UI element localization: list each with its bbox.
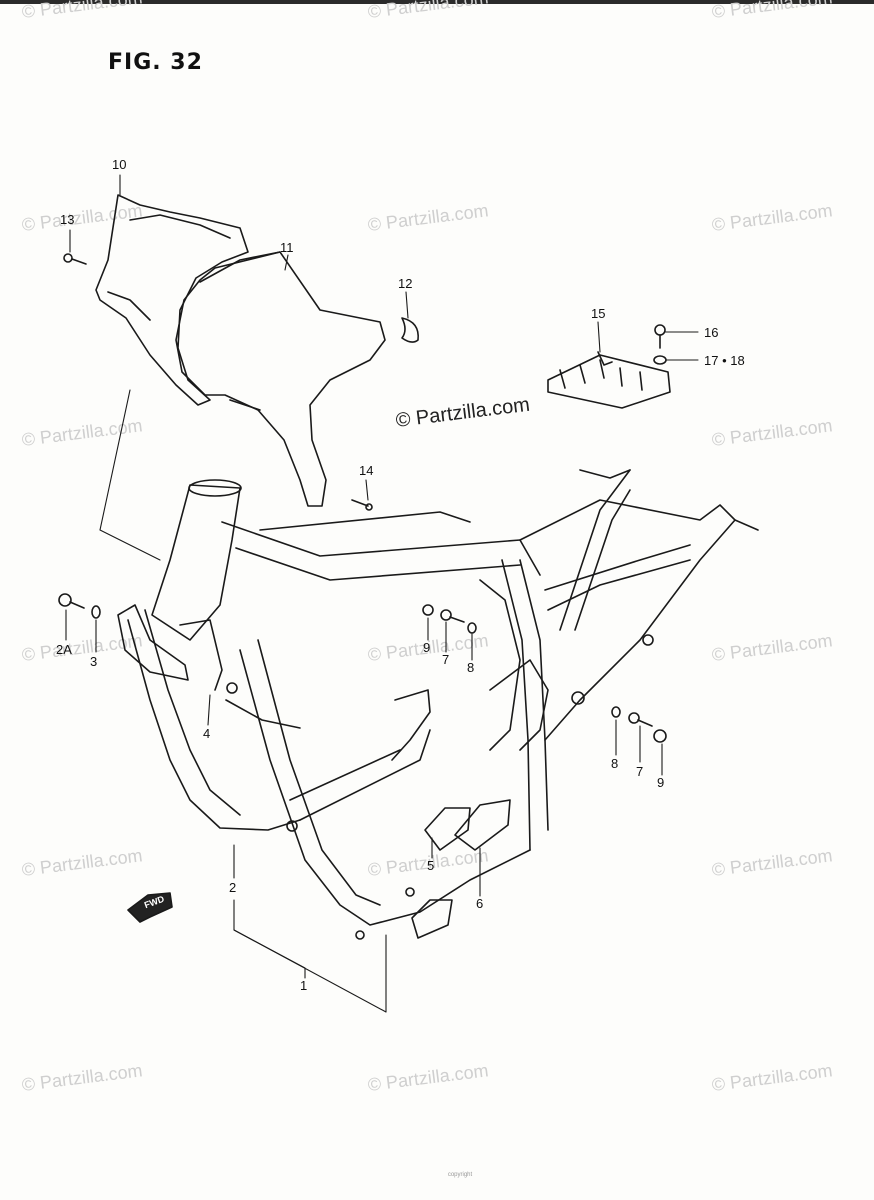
callout-8b: 8: [611, 756, 619, 771]
callout-2a: 2A: [56, 642, 72, 657]
callout-15: 15: [591, 306, 606, 321]
callout-9a: 9: [423, 640, 431, 655]
callout-1: 1: [300, 978, 308, 993]
callout-8a: 8: [467, 660, 475, 675]
part-8-nut: [467, 622, 477, 634]
callout-2: 2: [229, 880, 237, 895]
callout-10: 10: [112, 157, 127, 172]
part-12-clip: [401, 317, 419, 343]
callout-9b: 9: [657, 775, 665, 790]
part-11-frame-cover: [175, 251, 386, 507]
part-7-bolt: [628, 712, 653, 727]
callout-3: 3: [90, 654, 98, 669]
callout-6: 6: [476, 896, 484, 911]
callout-5: 5: [427, 858, 435, 873]
part-2a-bolt: [58, 593, 85, 609]
part-7-bolt: [440, 609, 465, 623]
part-13-screw: [63, 253, 87, 265]
callout-14: 14: [359, 463, 374, 478]
fwd-arrow-icon: [127, 892, 173, 923]
callout-7b: 7: [636, 764, 644, 779]
part-15-bracket: [547, 351, 671, 409]
part-14-screw: [351, 499, 373, 511]
part-1-frame: [117, 469, 759, 940]
part-9-cap: [422, 604, 434, 616]
callout-12: 12: [398, 276, 413, 291]
part-10-front-cover: [95, 194, 249, 406]
callout-11: 11: [280, 240, 294, 255]
figure-title: FIG. 32: [108, 50, 203, 75]
callout-16: 16: [704, 325, 719, 340]
part-8-nut: [611, 706, 621, 718]
callout-4: 4: [203, 726, 211, 741]
part-9-cap: [653, 729, 667, 743]
part-3-washer: [91, 605, 101, 619]
callout-17-18: 17 • 18: [704, 353, 745, 368]
callout-7a: 7: [442, 652, 450, 667]
part-17-18-washer: [653, 355, 667, 365]
scan-top-edge: [0, 0, 874, 4]
leader-lines: [65, 174, 699, 1013]
part-16-bolt: [654, 324, 666, 349]
footer-copyright: copyright: [447, 1172, 473, 1178]
callout-13: 13: [60, 212, 75, 227]
